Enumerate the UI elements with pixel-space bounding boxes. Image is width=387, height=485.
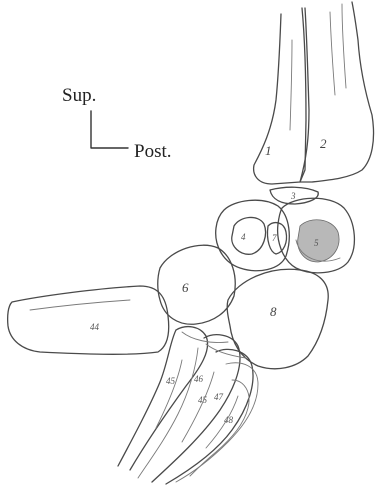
bone-44-texture — [30, 300, 130, 310]
bone-2-outline — [300, 2, 374, 182]
lower-bone-fan: 45 46 45 47 48 — [118, 327, 258, 484]
bone-7-outline — [267, 223, 286, 254]
bone-7: 7 — [267, 223, 286, 254]
bone-label-4: 4 — [241, 232, 246, 242]
bone-label-46: 46 — [194, 374, 204, 384]
bone-1-texture — [290, 40, 292, 130]
bone-label-47: 47 — [214, 392, 224, 402]
bone-label-44: 44 — [90, 322, 100, 332]
orientation-indicator: Sup. Post. — [62, 85, 172, 162]
fan-texture-a — [156, 360, 182, 428]
bone-label-1: 1 — [265, 143, 272, 158]
bone-1-outline — [254, 8, 306, 184]
bone-2-texture — [330, 12, 335, 95]
bone-8-outline — [227, 269, 328, 368]
bone-45a-edge-outer — [130, 327, 208, 470]
bone-label-3: 3 — [290, 191, 296, 201]
orientation-axes-line — [91, 111, 128, 148]
bone-44: 44 — [8, 286, 169, 354]
bone-46-edge-inner — [138, 348, 198, 478]
bone-2-texture-b — [342, 4, 346, 88]
bone-label-6: 6 — [182, 280, 189, 295]
bone-47-edge-outer — [176, 363, 258, 482]
bone-45b-edge-outer — [166, 349, 253, 484]
bone-8: 8 — [227, 269, 328, 368]
bone-label-45a: 45 — [166, 376, 176, 386]
bone-2: 2 — [300, 2, 374, 182]
bone-label-7: 7 — [272, 233, 277, 243]
bone-44-outline — [8, 286, 169, 354]
bone-4-inner — [232, 217, 266, 254]
superior-label: Sup. — [62, 85, 96, 106]
bone-label-8: 8 — [270, 304, 277, 319]
posterior-label: Post. — [134, 141, 172, 162]
bone-45a-edge-inner — [118, 330, 176, 466]
bone-label-45b: 45 — [198, 395, 208, 405]
bone-label-5: 5 — [314, 238, 319, 248]
bone-1: 1 — [254, 8, 306, 184]
bone-label-2: 2 — [320, 136, 327, 151]
